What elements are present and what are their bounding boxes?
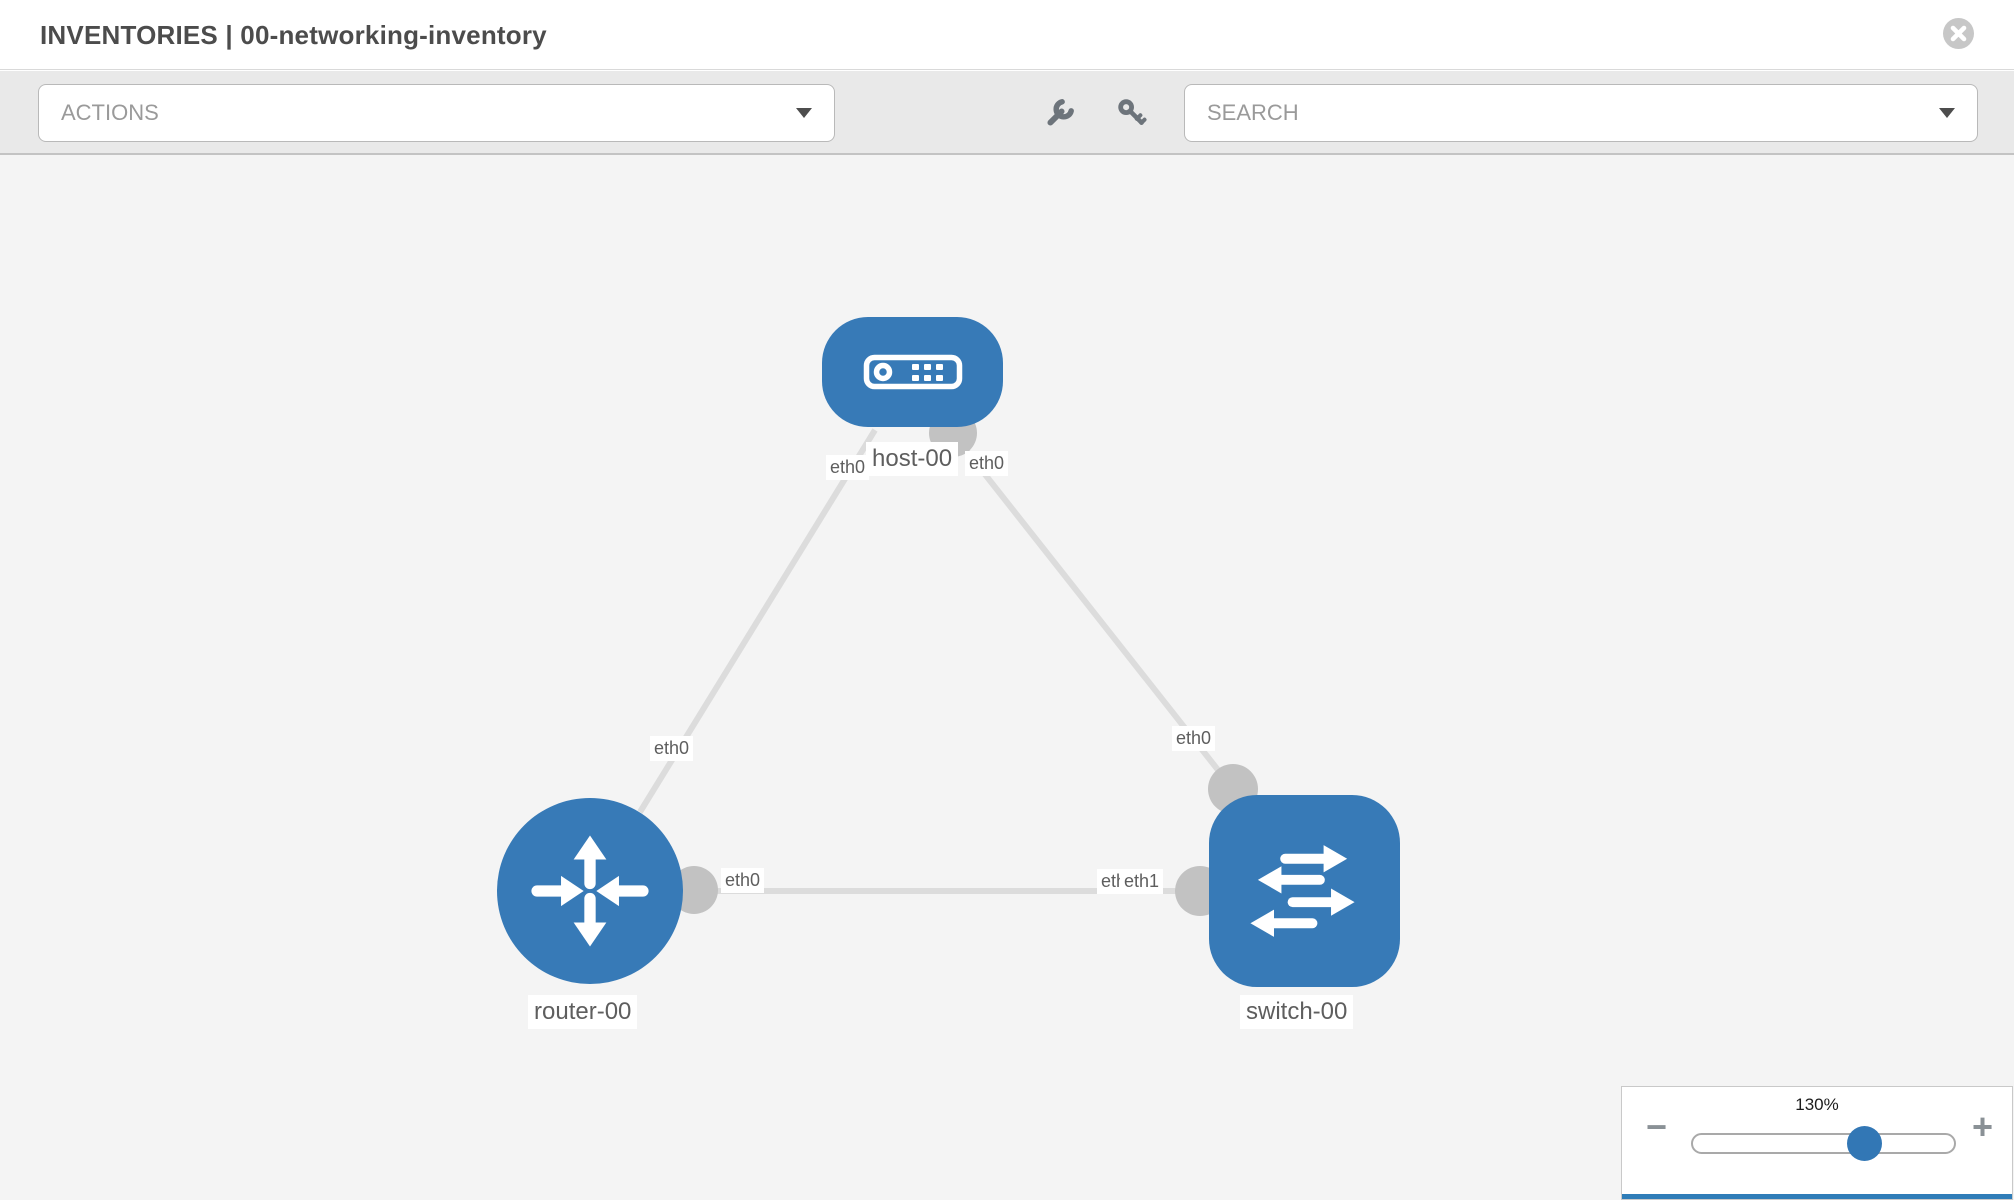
switch-arrows-icon	[1249, 845, 1355, 937]
key-icon[interactable]	[1116, 97, 1148, 129]
close-button[interactable]	[1943, 18, 1974, 49]
close-icon	[1943, 18, 1974, 49]
toolbar-icons	[1044, 71, 1148, 155]
iface-label-router-eth0: eth0	[721, 868, 765, 893]
chevron-down-icon	[796, 108, 812, 118]
iface-label-host-eth0-right: eth0	[965, 451, 1009, 476]
iface-label-switch-eth0: eth0	[1172, 726, 1216, 751]
node-label-host-00: host-00	[866, 442, 959, 476]
zoom-out-button[interactable]: −	[1646, 1106, 1668, 1147]
topology-canvas[interactable]: host-00 router-00 switch-00 eth0 eth0 et…	[0, 155, 2014, 1200]
search-dropdown-label: SEARCH	[1207, 100, 1299, 125]
node-router-00[interactable]	[497, 798, 683, 984]
node-label-switch-00: switch-00	[1240, 995, 1354, 1029]
search-dropdown[interactable]: SEARCH	[1184, 84, 1978, 142]
iface-label-router-eth0-uplink: eth0	[650, 736, 694, 761]
actions-dropdown[interactable]: ACTIONS	[38, 84, 835, 142]
actions-dropdown-label: ACTIONS	[61, 100, 159, 125]
zoom-slider-track[interactable]	[1691, 1133, 1956, 1154]
router-arrows-icon	[531, 835, 649, 947]
zoom-level-value: 130%	[1795, 1095, 1839, 1114]
node-host-00[interactable]	[822, 317, 1003, 427]
server-icon	[863, 354, 962, 390]
iface-label-switch-eth1: eth1	[1120, 869, 1164, 894]
chevron-down-icon	[1939, 108, 1955, 118]
zoom-slider-thumb[interactable]	[1847, 1126, 1882, 1161]
node-label-router-00: router-00	[528, 995, 638, 1029]
zoom-panel: 130% − +	[1621, 1086, 2013, 1200]
window-header: INVENTORIES | 00-networking-inventory	[0, 0, 2014, 70]
zoom-in-button[interactable]: +	[1972, 1106, 1994, 1147]
wrench-icon[interactable]	[1044, 97, 1076, 129]
page-title: INVENTORIES | 00-networking-inventory	[40, 20, 547, 50]
iface-label-host-eth0-left: eth0	[826, 455, 870, 480]
panel-bottom-strip	[1622, 1194, 2012, 1199]
node-switch-00[interactable]	[1209, 795, 1400, 987]
toolbar: ACTIONS SEARCH	[0, 71, 2014, 155]
